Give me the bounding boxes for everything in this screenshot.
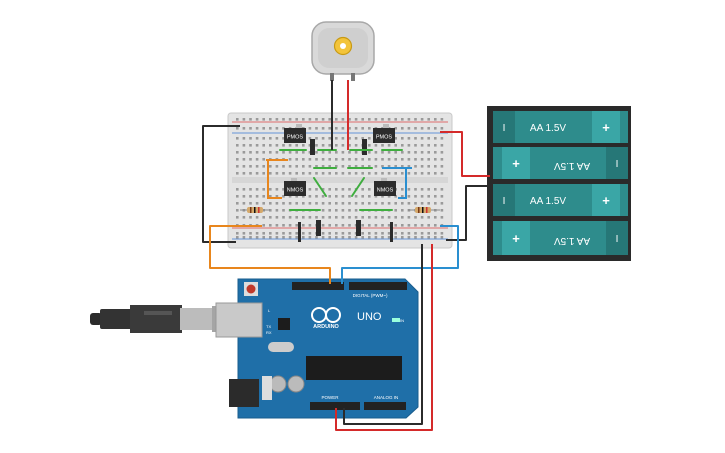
transistor-label: PMOS xyxy=(376,135,393,141)
resistor-right[interactable] xyxy=(408,207,440,213)
pmos-transistor-right[interactable]: PMOS xyxy=(373,124,395,143)
breadboard xyxy=(227,112,453,249)
battery-plus-icon: + xyxy=(512,156,520,171)
arduino-uno[interactable]: ARDUINO UNO DIGITAL (PWM~) POWER ANALOG … xyxy=(215,278,419,419)
battery-plus-icon: + xyxy=(512,231,520,246)
pmos-transistor-left[interactable]: PMOS xyxy=(284,124,306,143)
battery-pack[interactable]: I AA 1.5V + + AA 1.5V I I AA 1.5V + + xyxy=(487,106,631,261)
arduino-logo xyxy=(311,307,341,323)
digital-header-label: DIGITAL (PWM~) xyxy=(353,293,388,298)
battery-plus-icon: + xyxy=(602,193,610,208)
tx-label: TX xyxy=(266,324,271,329)
on-led-label: ON xyxy=(398,318,404,323)
battery-minus-icon: I xyxy=(503,196,506,207)
battery-cell: + AA 1.5V I xyxy=(493,147,628,179)
diodes xyxy=(298,139,393,242)
battery-cell: I AA 1.5V + xyxy=(493,111,628,143)
arduino-model: UNO xyxy=(357,311,382,323)
battery-cell-label: AA 1.5V xyxy=(530,123,566,134)
usb-cable[interactable] xyxy=(90,305,226,333)
battery-cell-label: AA 1.5V xyxy=(554,160,590,171)
transistor-label: NMOS xyxy=(287,188,304,194)
wires xyxy=(202,80,490,431)
analog-header-label: ANALOG IN xyxy=(374,395,399,400)
dc-motor[interactable] xyxy=(311,21,375,81)
resistor-left[interactable] xyxy=(240,207,270,213)
battery-minus-icon: I xyxy=(503,123,506,134)
on-led-icon xyxy=(392,318,400,322)
rx-label: RX xyxy=(266,330,272,335)
arduino-brand: ARDUINO xyxy=(313,324,339,330)
battery-cell: + AA 1.5V I xyxy=(493,221,628,255)
reset-button[interactable] xyxy=(246,284,256,294)
battery-minus-icon: I xyxy=(616,234,619,245)
battery-plus-icon: + xyxy=(602,120,610,135)
transistor-label: NMOS xyxy=(377,188,394,194)
orange-jumpers xyxy=(266,159,288,199)
battery-minus-icon: I xyxy=(616,159,619,170)
power-header-label: POWER xyxy=(321,395,339,400)
transistor-label: PMOS xyxy=(287,135,304,141)
nmos-transistor-right[interactable]: NMOS xyxy=(374,178,396,196)
usb-icon xyxy=(144,311,172,315)
battery-cell-label: AA 1.5V xyxy=(530,196,566,207)
battery-cell-label: AA 1.5V xyxy=(554,235,590,246)
blue-jumpers xyxy=(382,167,412,199)
led-l-label: L xyxy=(268,308,271,313)
nmos-transistor-left[interactable]: NMOS xyxy=(284,178,306,196)
battery-cell: I AA 1.5V + xyxy=(493,184,628,216)
